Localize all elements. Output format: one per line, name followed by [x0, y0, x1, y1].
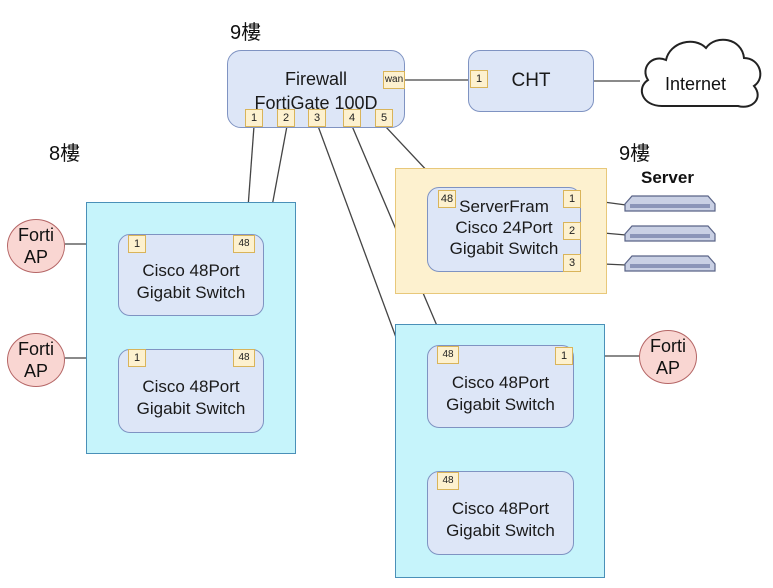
firewall-port-2[interactable]: 2 — [277, 109, 295, 127]
floor-label-8f: 8樓 — [49, 143, 81, 165]
floor-label-9f-top: 9樓 — [230, 22, 262, 44]
server-switch-port-48[interactable]: 48 — [438, 190, 456, 208]
server-switch-port-1[interactable]: 1 — [563, 190, 581, 208]
ap-9f-line1: Forti — [650, 336, 686, 356]
forti-ap-8f-a[interactable]: Forti AP — [7, 219, 65, 273]
internet-label: Internet — [665, 74, 727, 94]
ap-8f-b-line2: AP — [23, 361, 48, 381]
firewall-port-wan[interactable]: wan — [383, 71, 405, 89]
switch-8f-a-port-1[interactable]: 1 — [128, 235, 146, 253]
switch-9f-a-port-48[interactable]: 48 — [437, 346, 459, 364]
forti-ap-8f-b[interactable]: Forti AP — [7, 333, 65, 387]
switch-8f-b-port-1[interactable]: 1 — [128, 349, 146, 367]
switch-9f-b-model: Cisco 48Port — [451, 499, 550, 518]
server-label: Server — [641, 168, 694, 187]
server-switch-port-2[interactable]: 2 — [563, 222, 581, 240]
ap-8f-a-line2: AP — [23, 247, 48, 267]
switch-8f-b-model: Cisco 48Port — [142, 377, 240, 396]
firewall-port-4[interactable]: 4 — [343, 109, 361, 127]
switch-9f-b-type: Gigabit Switch — [446, 521, 555, 540]
cht-label: CHT — [511, 70, 551, 91]
server-switch-port-3[interactable]: 3 — [563, 254, 581, 272]
switch-8f-a-type: Gigabit Switch — [136, 283, 246, 302]
forti-ap-9f[interactable]: Forti AP — [639, 330, 697, 384]
switch-9f-a-port-1[interactable]: 1 — [555, 347, 573, 365]
switch-9f-a-type: Gigabit Switch — [446, 394, 555, 414]
switch-8f-b-port-48[interactable]: 48 — [233, 349, 255, 367]
server-rack-icon[interactable] — [624, 195, 716, 213]
switch-9f-b-port-48[interactable]: 48 — [437, 472, 459, 490]
cht-node[interactable]: CHT — [468, 50, 594, 112]
firewall-model: FortiGate 100D — [254, 93, 378, 113]
server-rack-icon[interactable] — [624, 225, 716, 243]
server-switch-model: Cisco 24Port — [455, 218, 553, 237]
ap-8f-b-line1: Forti — [18, 339, 54, 359]
server-rack-icon[interactable] — [624, 255, 716, 273]
server-switch-name: ServerFram — [459, 197, 549, 216]
server-switch-type: Gigabit Switch — [449, 239, 559, 258]
firewall-port-5[interactable]: 5 — [375, 109, 393, 127]
firewall-port-1[interactable]: 1 — [245, 109, 263, 127]
switch-8f-a-model: Cisco 48Port — [142, 261, 240, 280]
internet-cloud-icon[interactable] — [632, 28, 767, 118]
cht-port-1[interactable]: 1 — [470, 70, 488, 88]
switch-8f-a-port-48[interactable]: 48 — [233, 235, 255, 253]
floor-label-9f-right: 9樓 — [619, 143, 651, 165]
firewall-port-3[interactable]: 3 — [308, 109, 326, 127]
switch-9f-a-model: Cisco 48Port — [451, 372, 550, 392]
switch-8f-b-type: Gigabit Switch — [136, 399, 246, 418]
ap-8f-a-line1: Forti — [18, 225, 54, 245]
ap-9f-line2: AP — [655, 358, 680, 378]
firewall-title: Firewall — [284, 69, 347, 89]
